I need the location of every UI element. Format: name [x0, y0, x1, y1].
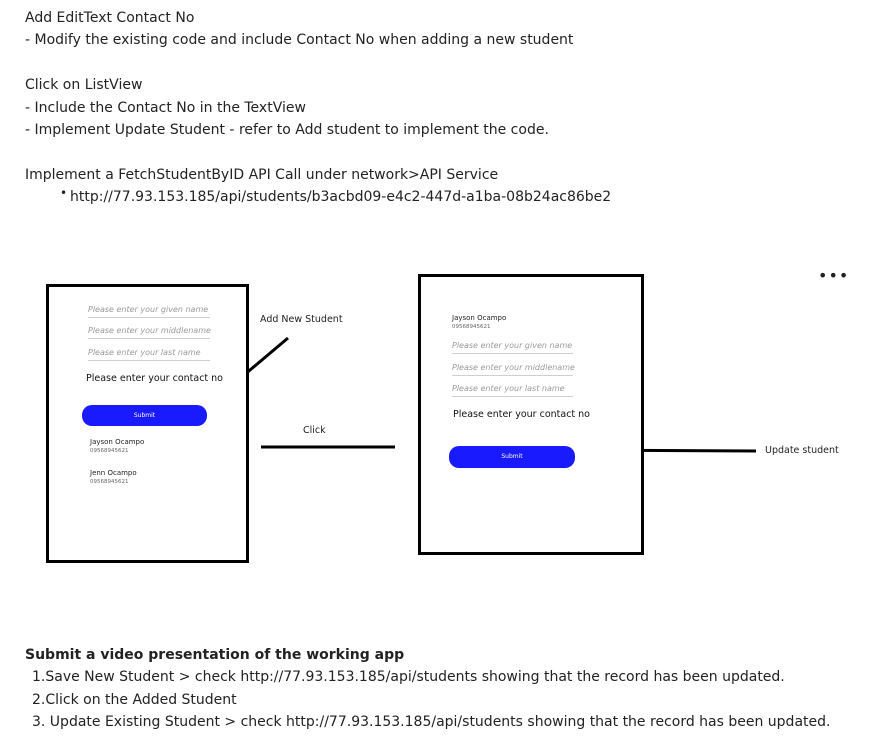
submission-heading: Submit a video presentation of the worki… [25, 647, 405, 663]
given-name-field[interactable]: Please enter your given name [452, 341, 573, 354]
instruction-heading-listview: Click on ListView [25, 77, 143, 93]
given-name-field[interactable]: Please enter your given name [88, 305, 210, 318]
update-submit-button[interactable]: Submit [449, 446, 575, 468]
submit-button[interactable]: Submit [82, 405, 207, 426]
contact-no-field[interactable]: Please enter your contact no [86, 373, 223, 384]
label-click: Click [303, 425, 326, 436]
instruction-include-contact: - Include the Contact No in the TextView [25, 100, 306, 116]
instruction-implement-update: - Implement Update Student - refer to Ad… [25, 122, 549, 138]
label-update-student: Update student [765, 445, 839, 456]
submission-step-1: 1.Save New Student > check http://77.93.… [32, 669, 785, 685]
bullet-dot: • [60, 186, 68, 200]
add-student-screen-mockup: Please enter your given name Please ente… [46, 284, 249, 563]
student-list-item-number: 09568945621 [90, 479, 129, 485]
last-name-field[interactable]: Please enter your last name [88, 348, 210, 361]
submission-step-3: 3. Update Existing Student > check http:… [32, 714, 831, 730]
instruction-heading-edittext: Add EditText Contact No [25, 10, 195, 26]
submission-step-2: 2.Click on the Added Student [32, 692, 237, 708]
instruction-fetch-api: Implement a FetchStudentByID API Call un… [25, 167, 499, 183]
more-options-icon[interactable]: ••• [818, 266, 850, 285]
last-name-field[interactable]: Please enter your last name [452, 384, 573, 397]
api-url-link[interactable]: http://77.93.153.185/api/students/b3acbd… [70, 189, 612, 205]
contact-no-field[interactable]: Please enter your contact no [453, 409, 590, 420]
student-list-item-name[interactable]: Jayson Ocampo [90, 438, 145, 446]
instruction-modify-code: - Modify the existing code and include C… [25, 32, 574, 48]
selected-student-name: Jayson Ocampo [452, 314, 507, 322]
middlename-field[interactable]: Please enter your middlename [452, 363, 575, 376]
label-add-new-student: Add New Student [260, 314, 343, 325]
update-student-screen-mockup: Jayson Ocampo 09568945621 Please enter y… [418, 274, 644, 555]
middlename-field[interactable]: Please enter your middlename [88, 326, 211, 339]
student-list-item-number: 09568945621 [90, 448, 129, 454]
selected-student-number: 09568945621 [452, 324, 491, 330]
student-list-item-name[interactable]: Jenn Ocampo [90, 469, 137, 477]
